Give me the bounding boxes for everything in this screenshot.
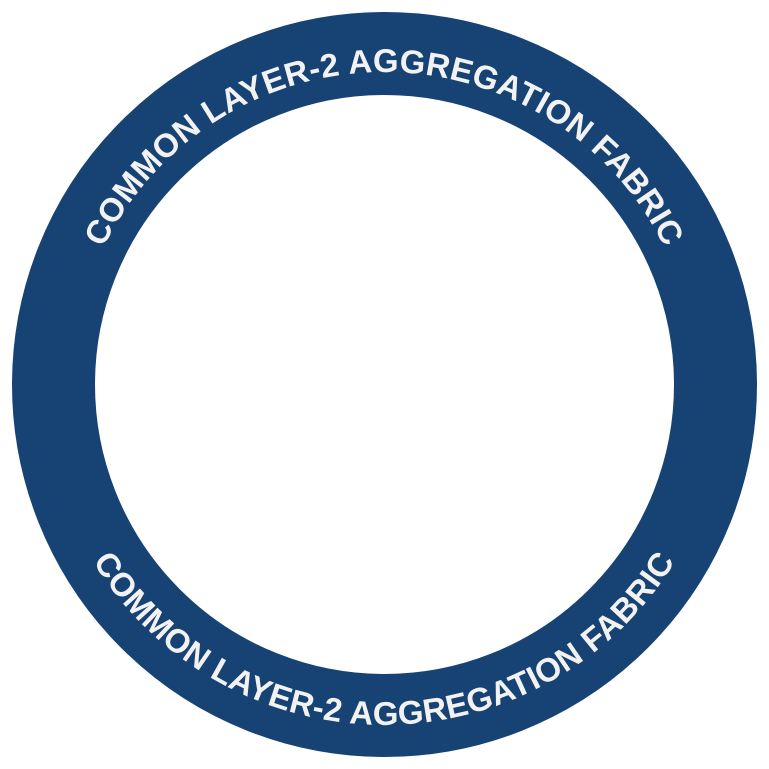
- ring: [12, 12, 757, 757]
- top-ring-label-container: COMMON LAYER-2 AGGREGATION FABRIC: [77, 42, 692, 251]
- bottom-ring-label: COMMON LAYER-2 AGGREGATION FABRIC: [87, 545, 681, 732]
- bottom-ring-label-container: COMMON LAYER-2 AGGREGATION FABRIC: [87, 545, 682, 732]
- top-ring-label: COMMON LAYER-2 AGGREGATION FABRIC: [77, 42, 692, 251]
